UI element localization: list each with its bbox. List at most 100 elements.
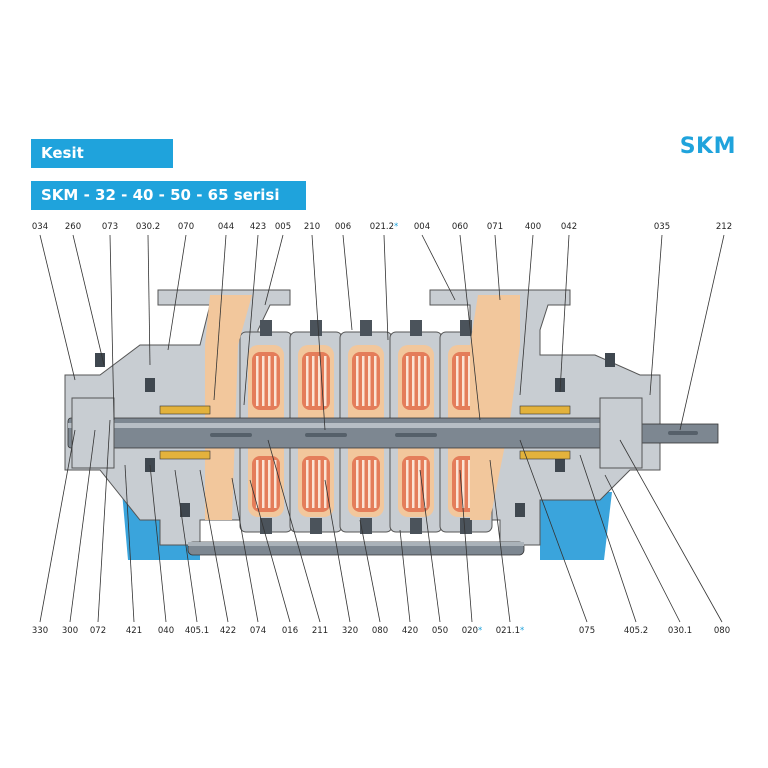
mechanical-seal [519,405,571,415]
bottom-part-leader-line [419,469,441,623]
impeller-vane [318,356,321,406]
impeller-vane [318,460,321,508]
impeller-vane [306,356,309,406]
shaft-keyway-1 [210,433,252,437]
tie-rod-top [188,542,524,546]
stage-bolt [360,320,372,336]
part-code: 060 [452,222,468,232]
impeller-vane [374,356,377,406]
part-code: 260 [65,222,81,232]
bottom-part-leader-line [231,477,259,623]
part-code: 035 [654,222,670,232]
bottom-part-leader-line [579,454,637,623]
stage-bolt [310,320,322,336]
top-part-label: 070 [178,222,194,232]
part-code: 073 [102,222,118,232]
bottom-part-label: 300 [62,626,78,636]
top-part-leader-line [679,234,725,431]
top-part-leader-line [421,234,456,301]
impeller-lower [352,456,380,512]
shaft [67,417,641,449]
replaceable-marker: * [520,626,524,636]
bottom-part-label: 016 [282,626,298,636]
impeller-vane [362,356,365,406]
top-part-label: 071 [487,222,503,232]
part-code: 405.1 [185,626,209,636]
shaft-highlight [68,423,640,428]
impeller-vane [274,460,277,508]
bottom-part-leader-line [199,469,229,623]
stage-bolt [360,518,372,534]
impeller-vane [274,356,277,406]
top-part-label: 210 [304,222,320,232]
replaceable-marker: * [478,626,482,636]
impeller-vane [356,460,359,508]
impeller-vane [424,460,427,508]
discharge-passage [470,295,520,520]
impeller-vane [368,460,371,508]
impeller-lower [302,456,330,512]
top-part-label: 073 [102,222,118,232]
part-code: 330 [32,626,48,636]
top-part-leader-line [243,234,259,406]
part-code: 212 [716,222,732,232]
part-code: 210 [304,222,320,232]
foot-right [540,492,612,560]
bottom-part-leader-line [97,419,111,623]
part-code: 400 [525,222,541,232]
top-part-label: 260 [65,222,81,232]
top-part-label: 042 [561,222,577,232]
impeller-vane [412,460,415,508]
part-code: 072 [90,626,106,636]
bottom-part-label: 080 [372,626,388,636]
brand-logo: SKM [679,134,736,159]
stage-bolt [260,518,272,534]
bottom-part-label: 330 [32,626,48,636]
bottom-part-leader-line [399,529,411,623]
top-part-leader-line [519,234,534,396]
impeller-vane [456,460,459,508]
part-code: 034 [32,222,48,232]
impeller-vane [312,460,315,508]
impeller-vane [406,460,409,508]
part-code: 080 [372,626,388,636]
bottom-part-leader-line [489,459,511,623]
part-code: 030.1 [668,626,692,636]
top-part-label: 212 [716,222,732,232]
top-part-leader-line [39,234,76,381]
bottom-part-label: 405.2 [624,626,648,636]
part-code: 405.2 [624,626,648,636]
shaft-keyway-2 [305,433,347,437]
bottom-part-leader-line [69,429,96,623]
top-part-leader-line [649,234,663,396]
part-code: 080 [714,626,730,636]
top-part-label: 400 [525,222,541,232]
bottom-part-label: 320 [342,626,358,636]
part-code: 020 [462,626,478,636]
bolt [605,353,615,367]
impeller-vane [368,356,371,406]
part-code: 006 [335,222,351,232]
bottom-part-leader-line [324,479,351,623]
impeller-vane [418,356,421,406]
part-code: 070 [178,222,194,232]
impeller-vane [362,460,365,508]
stage-bolt [260,320,272,336]
impeller-vane [462,460,465,508]
part-code: 042 [561,222,577,232]
bolt [180,503,190,517]
top-part-leader-line [383,234,389,341]
stage-bolt [460,518,472,534]
pump-body [64,289,719,560]
bottom-part-leader-line [619,439,723,623]
stage-3 [339,320,393,534]
impeller-vane [418,460,421,508]
bolt [95,353,105,367]
bottom-part-leader-line [459,469,473,623]
impeller-vane [456,356,459,406]
top-part-label: 005 [275,222,291,232]
top-part-leader-line [109,234,115,421]
bolt [145,378,155,392]
impeller-vane [268,460,271,508]
bottom-part-leader-line [124,464,135,623]
